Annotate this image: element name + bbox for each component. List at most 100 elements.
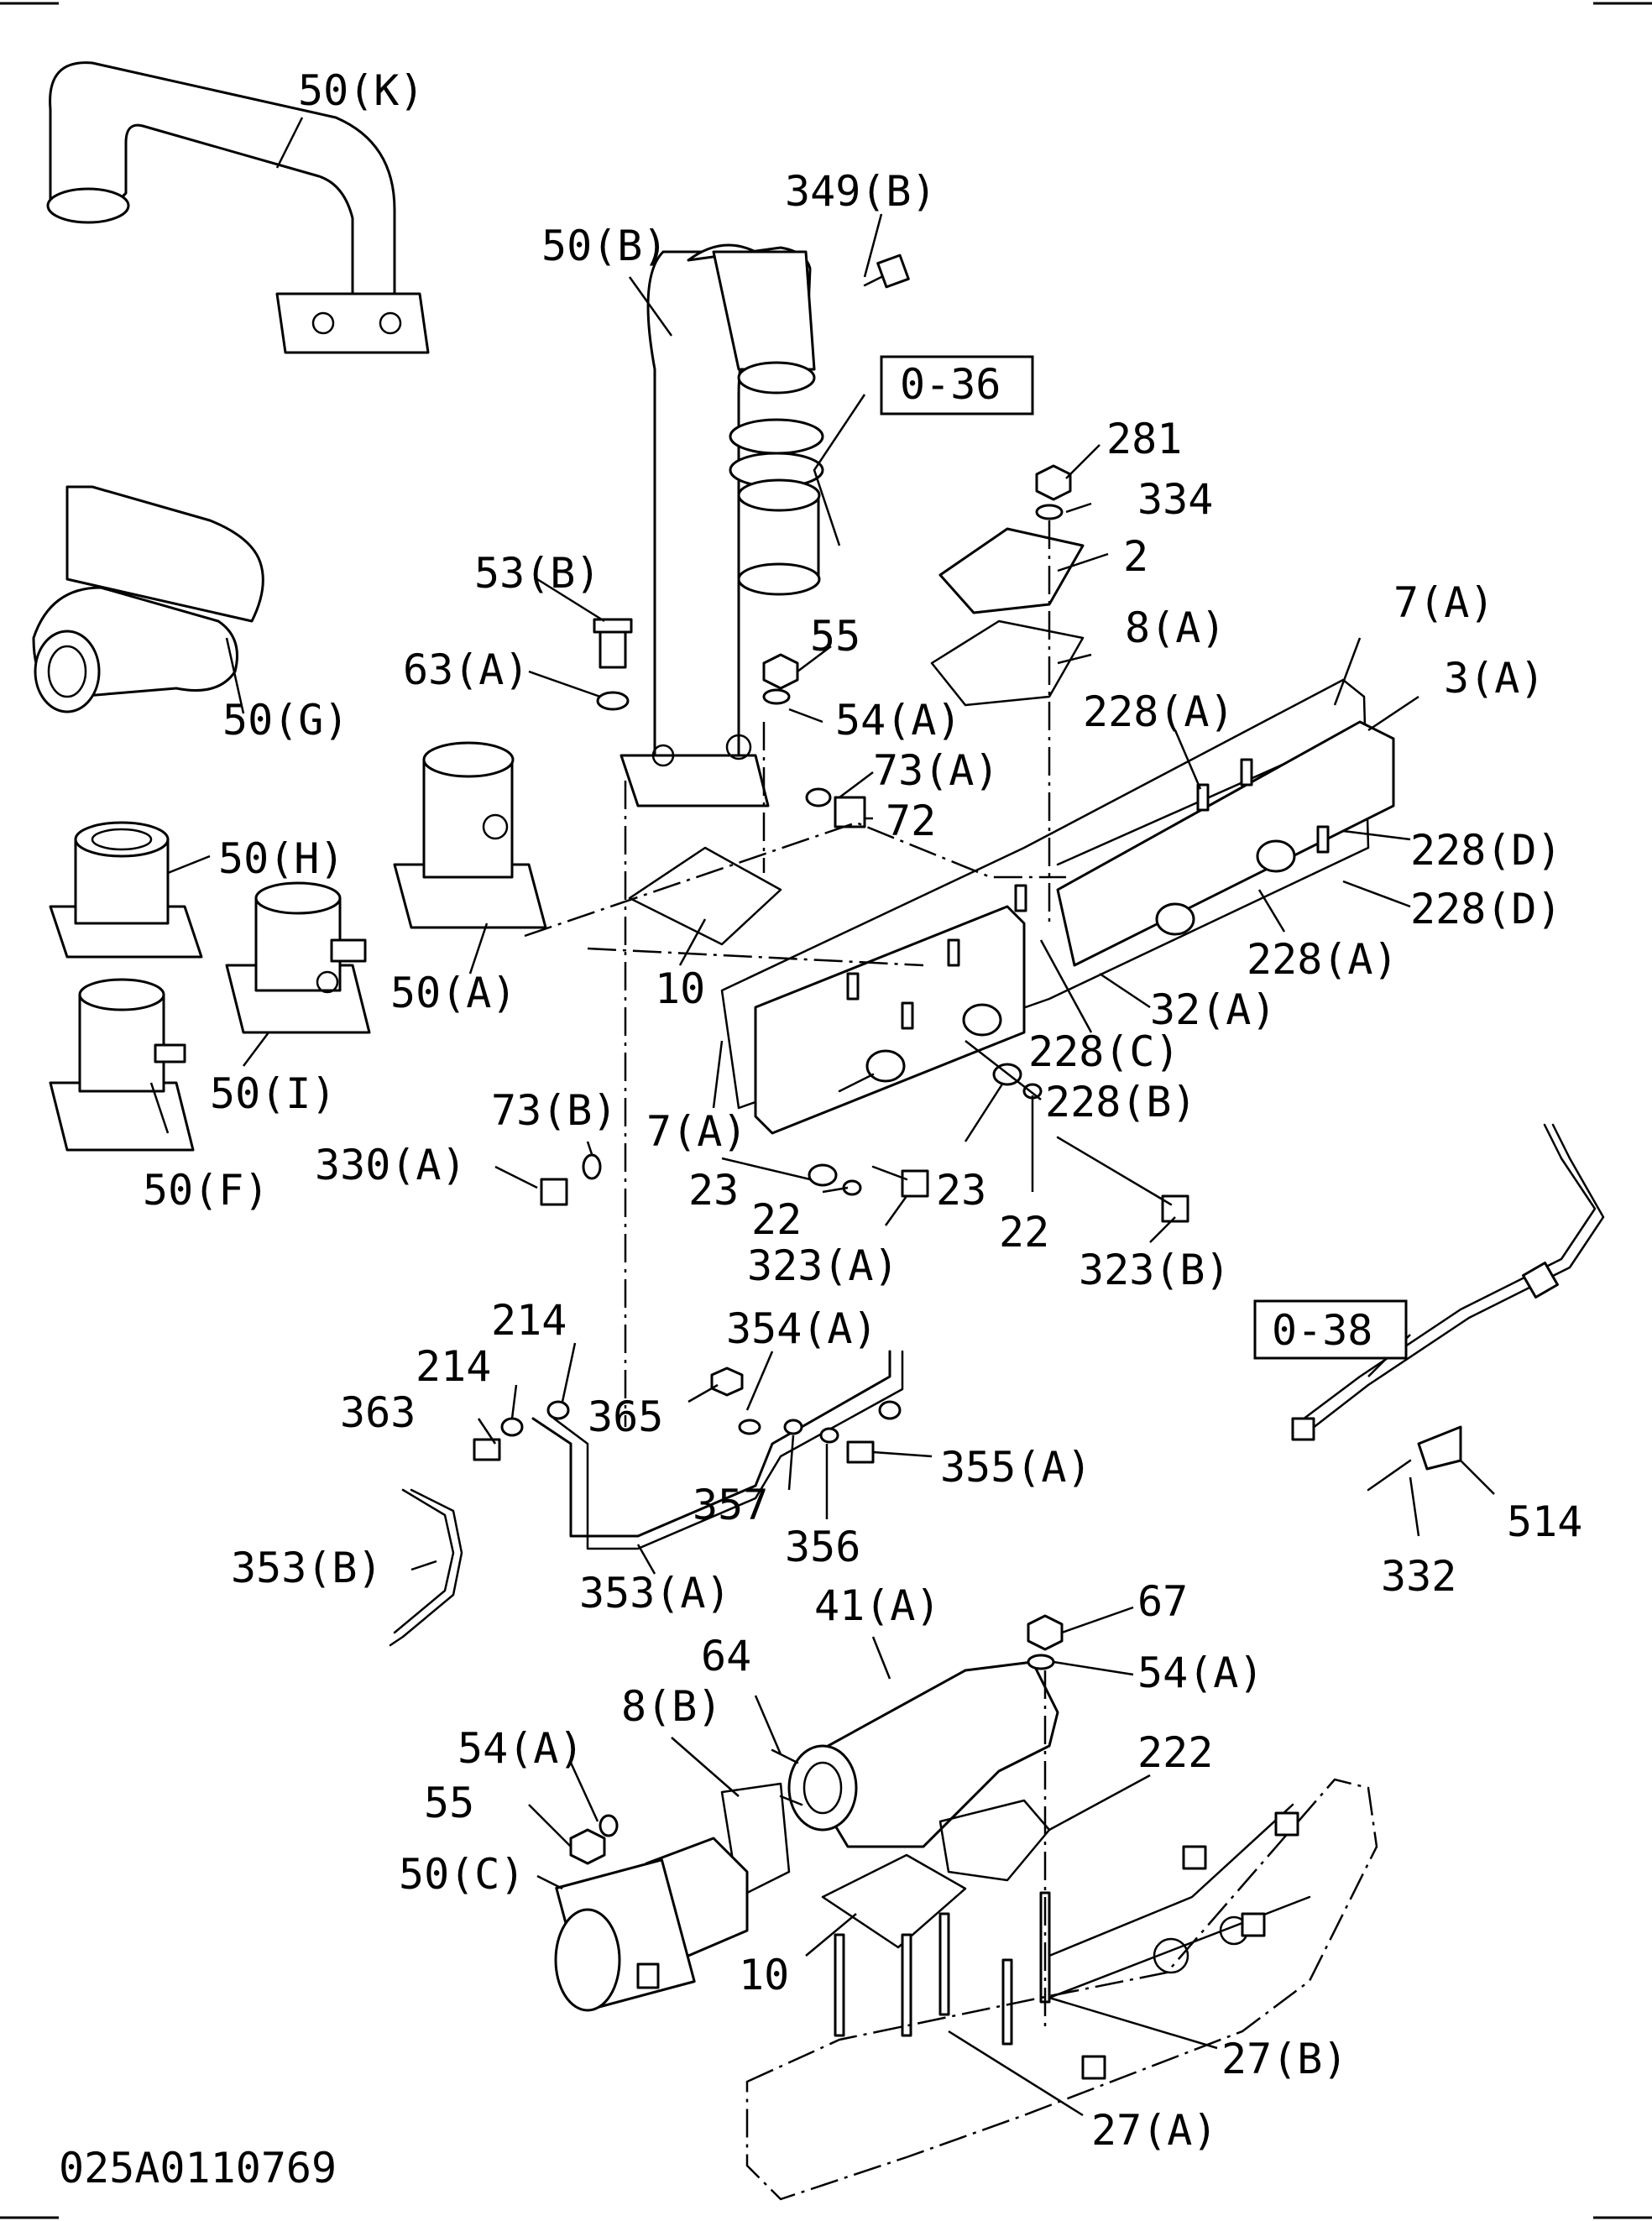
callout-214-top: 214 (491, 1296, 567, 1345)
heater-pipe-0-38 (1291, 1123, 1605, 1492)
pipe-50g (32, 485, 264, 713)
callout-54a-lower: 54(A) (457, 1724, 584, 1773)
flange-50i (225, 881, 371, 1034)
callout-228c: 228(C) (1028, 1027, 1180, 1076)
studs-228 (846, 758, 1330, 1030)
pipe-353a (531, 1350, 904, 1550)
callout-0-36: 0-36 (900, 360, 1001, 409)
callout-3a: 3(A) (1444, 654, 1545, 703)
callout-334: 334 (1137, 475, 1213, 524)
callout-50i: 50(I) (210, 1069, 337, 1118)
callout-50a: 50(A) (390, 969, 517, 1017)
callout-63a: 63(A) (403, 645, 530, 694)
callout-41a: 41(A) (814, 1581, 941, 1630)
callout-73b: 73(B) (491, 1086, 618, 1135)
callout-0-38: 0-38 (1272, 1306, 1372, 1355)
lower-manifold-studs (834, 1891, 1051, 2046)
bolt-53b (593, 618, 633, 711)
callout-228b: 228(B) (1045, 1078, 1197, 1126)
callout-349b: 349(B) (785, 167, 937, 216)
callout-50c: 50(C) (399, 1850, 525, 1899)
callout-10-lower: 10 (739, 1951, 789, 1999)
callout-67: 67 (1137, 1577, 1188, 1626)
callout-23-right: 23 (936, 1166, 986, 1215)
center-lines (524, 520, 1066, 2031)
bolt-323a (871, 1165, 929, 1198)
callout-22-right: 22 (999, 1208, 1049, 1257)
callout-355a: 355(A) (940, 1443, 1092, 1492)
callout-50k: 50(K) (298, 66, 425, 115)
callout-55-lower: 55 (424, 1779, 474, 1827)
callout-53b: 53(B) (474, 549, 601, 598)
callout-353a: 353(A) (579, 1569, 731, 1617)
plug-330a (540, 1153, 602, 1206)
callout-8b: 8(B) (621, 1682, 722, 1731)
bolt-323b (1056, 1136, 1189, 1223)
reference-box-0-36 (880, 355, 1034, 415)
reference-box-0-38 (1253, 1299, 1408, 1360)
pipe-50b (620, 243, 816, 807)
callout-labels: 50(K) 349(B) 50(B) 0-36 281 334 2 53(B) … (59, 66, 1582, 2192)
nut-55-lower (569, 1814, 619, 1865)
plug-72 (805, 787, 866, 828)
callout-222: 222 (1137, 1728, 1213, 1777)
callout-7a-lower: 7(A) (646, 1107, 747, 1156)
callout-50g: 50(G) (222, 696, 349, 745)
flange-50h (49, 821, 203, 959)
callout-54a-upper: 54(A) (835, 696, 962, 745)
callout-8a: 8(A) (1125, 604, 1226, 652)
callout-50f: 50(F) (143, 1166, 269, 1215)
callout-27a: 27(A) (1091, 2106, 1218, 2155)
callout-514: 514 (1507, 1497, 1582, 1546)
callout-27b: 27(B) (1221, 2035, 1348, 2083)
callout-356: 356 (785, 1523, 860, 1571)
clamp-and-sleeve (729, 418, 824, 596)
callout-281: 281 (1106, 415, 1182, 463)
drawing-number: 025A0110769 (59, 2144, 337, 2192)
flange-50f (49, 978, 195, 1152)
callout-228d-2: 228(D) (1410, 885, 1562, 933)
callout-2: 2 (1123, 532, 1148, 581)
callout-50b: 50(B) (541, 222, 668, 270)
callout-228d-1: 228(D) (1410, 826, 1562, 875)
lower-exhaust-manifold (745, 1778, 1378, 2201)
callout-64: 64 (701, 1632, 751, 1680)
pipe-353b (389, 1488, 463, 1647)
nut-55 (762, 653, 799, 705)
callout-214-mid: 214 (416, 1342, 491, 1391)
callout-363: 363 (340, 1388, 416, 1437)
pipe-50k (46, 61, 430, 354)
callout-323b: 323(B) (1079, 1246, 1231, 1294)
manifold-41a (771, 1660, 1059, 1848)
callout-353b: 353(B) (231, 1544, 383, 1592)
callout-228a-mid: 228(A) (1247, 935, 1398, 984)
callout-22-left: 22 (751, 1195, 802, 1244)
small-fittings (473, 1367, 875, 1464)
callout-7a-upper: 7(A) (1393, 578, 1494, 627)
nut-67 (1027, 1614, 1064, 1670)
callout-54a-mid: 54(A) (1137, 1649, 1264, 1697)
callout-365: 365 (588, 1393, 663, 1441)
gasket-10-lower (821, 1853, 967, 1949)
gasket-10-upper (628, 846, 782, 946)
callout-23-left: 23 (688, 1166, 739, 1215)
bolt-349b (863, 253, 910, 289)
callout-32a: 32(A) (1150, 985, 1277, 1034)
callout-357: 357 (693, 1481, 768, 1529)
callout-332: 332 (1381, 1552, 1456, 1601)
callout-330a: 330(A) (315, 1141, 467, 1189)
callout-55: 55 (810, 612, 860, 661)
callout-10-upper: 10 (655, 964, 705, 1013)
callout-228a-upper: 228(A) (1083, 687, 1235, 736)
callout-50h: 50(H) (218, 834, 345, 883)
callout-323a: 323(A) (747, 1241, 899, 1290)
callout-354a: 354(A) (726, 1304, 878, 1353)
flange-50a (393, 741, 547, 929)
top-cover-parts (930, 464, 1085, 707)
callout-72: 72 (886, 797, 936, 845)
pipe-50c (554, 1837, 749, 2012)
gasket-222 (938, 1799, 1051, 1882)
callout-73a: 73(A) (873, 746, 1000, 795)
